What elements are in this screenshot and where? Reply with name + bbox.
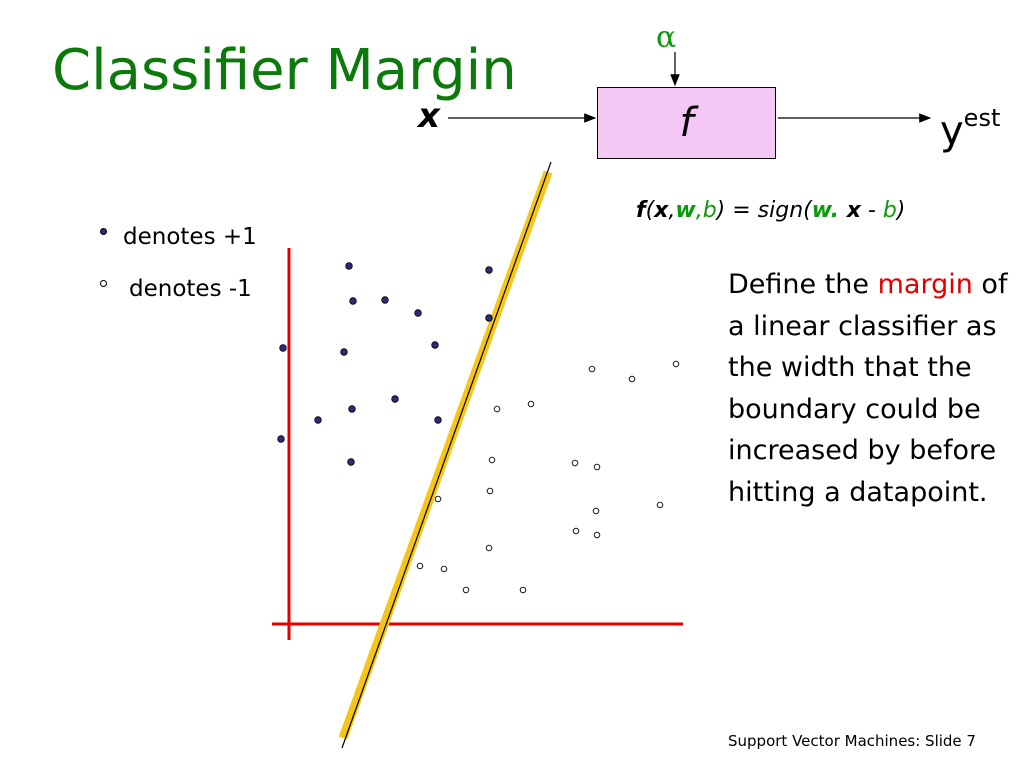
desc-after: of a linear classifier as the width that… — [728, 269, 1008, 508]
positive-point — [391, 395, 399, 403]
formula-b2: b — [882, 198, 897, 223]
negative-point — [416, 562, 424, 570]
formula-open: ( — [645, 198, 655, 223]
positive-point — [347, 458, 355, 466]
negative-point — [488, 456, 496, 464]
formula-comma2: , — [695, 198, 703, 223]
formula-close: ) = sign( — [716, 198, 812, 223]
output-label: yest — [940, 104, 1000, 154]
alpha-label: α — [656, 20, 677, 55]
negative-point — [571, 459, 579, 467]
positive-point — [277, 435, 285, 443]
negative-point — [628, 375, 636, 383]
decision-formula: f(x,w,b) = sign(w. x - b) — [636, 198, 905, 223]
desc-highlight: margin — [877, 269, 973, 300]
negative-point — [493, 405, 501, 413]
function-label: f — [679, 100, 694, 146]
formula-w: w — [675, 198, 696, 223]
formula-end: ) — [896, 198, 906, 223]
positive-point — [414, 309, 422, 317]
negative-point — [440, 565, 448, 573]
formula-f: f — [636, 198, 646, 223]
negative-point — [593, 531, 601, 539]
positive-point — [314, 416, 322, 424]
legend-negative: denotes -1 — [100, 276, 252, 302]
formula-minus: - — [860, 198, 883, 223]
data-points — [277, 262, 680, 594]
positive-point — [279, 344, 287, 352]
positive-point — [345, 262, 353, 270]
negative-point — [486, 487, 494, 495]
positive-point — [431, 341, 439, 349]
negative-point — [572, 527, 580, 535]
formula-w2: w. — [811, 198, 840, 223]
negative-point — [434, 495, 442, 503]
margin-description: Define the margin of a linear classifier… — [728, 264, 1020, 513]
negative-point — [527, 400, 535, 408]
negative-point — [519, 586, 527, 594]
positive-point — [381, 296, 389, 304]
legend-positive: denotes +1 — [100, 224, 257, 250]
positive-point — [349, 297, 357, 305]
filled-dot-icon — [100, 228, 107, 235]
desc-before: Define the — [728, 269, 878, 300]
formula-comma1: , — [668, 198, 676, 223]
legend-negative-label: denotes -1 — [129, 276, 252, 302]
hollow-dot-icon — [100, 280, 107, 287]
positive-point — [434, 416, 442, 424]
function-box: f — [597, 87, 776, 159]
negative-point — [485, 544, 493, 552]
negative-point — [672, 360, 680, 368]
slide-title: Classifier Margin — [52, 38, 517, 103]
positive-point — [485, 266, 493, 274]
output-base: y — [940, 108, 964, 154]
formula-x: x — [654, 198, 669, 223]
positive-point — [485, 314, 493, 322]
negative-point — [593, 463, 601, 471]
negative-point — [592, 507, 600, 515]
formula-b: b — [702, 198, 717, 223]
positive-point — [348, 405, 356, 413]
input-x-label: x — [418, 96, 440, 136]
negative-point — [588, 365, 596, 373]
negative-point — [656, 501, 664, 509]
legend-positive-label: denotes +1 — [123, 224, 257, 250]
formula-x2: x — [839, 198, 861, 223]
decision-boundary — [341, 161, 552, 749]
slide-footer: Support Vector Machines: Slide 7 — [728, 732, 976, 750]
negative-point — [462, 586, 470, 594]
output-sup: est — [963, 104, 1001, 132]
positive-point — [340, 348, 348, 356]
